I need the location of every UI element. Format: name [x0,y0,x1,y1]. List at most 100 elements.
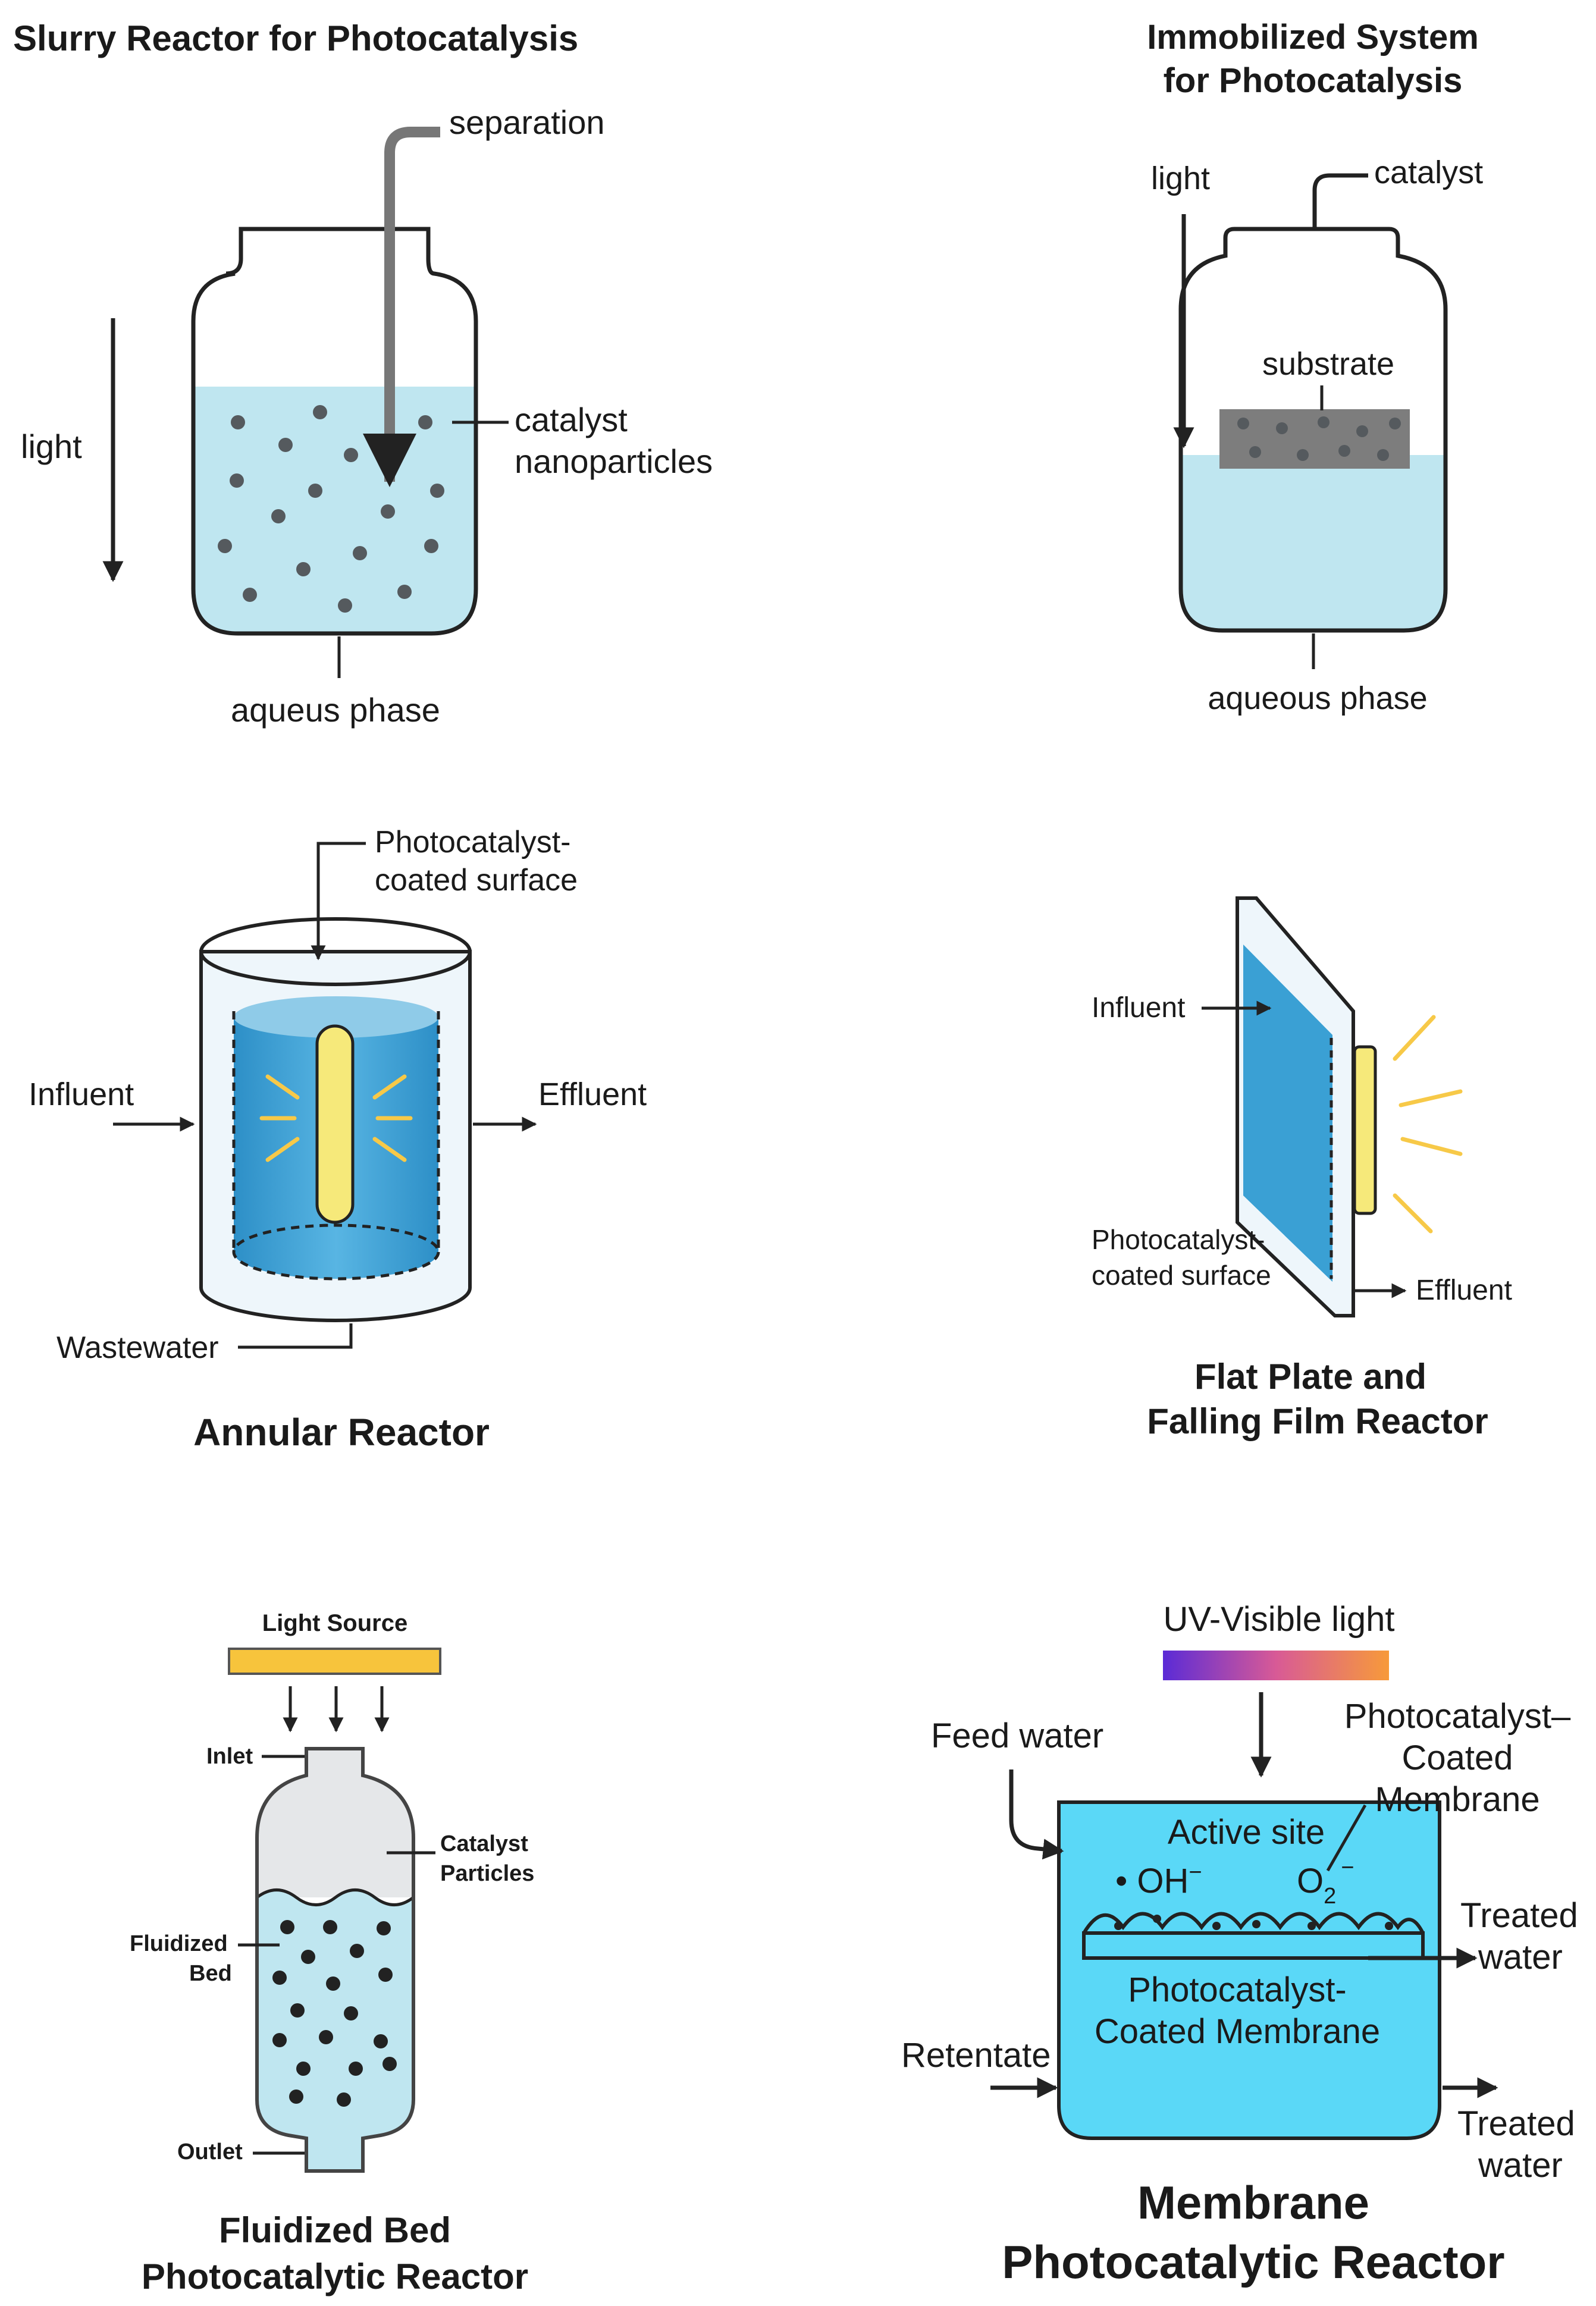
annular-water-bottom [232,1223,440,1281]
active-site-dots [1114,1915,1393,1930]
annular-coated-label-1: Photocatalyst- [375,825,571,859]
particle [349,2062,363,2076]
slurry-title: Slurry Reactor for Photocatalysis [13,18,578,58]
coated-mid-label-1: Photocatalyst- [1128,1971,1347,2009]
particle [350,1944,364,1958]
particle [353,546,367,560]
immobilized-aqueous-label: aqueous phase [1208,680,1427,716]
dot [1212,1922,1221,1930]
separation-label: separation [449,103,605,141]
particle [1249,446,1261,458]
catalyst-particles-label-1: Catalyst [440,1831,528,1856]
particle [1338,445,1350,457]
particle [381,504,395,519]
dot [1114,1922,1122,1930]
immobilized-water [1181,455,1446,630]
particle [1276,422,1288,434]
immobilized-jar [1178,227,1448,633]
substrate-particles [1237,416,1401,461]
membrane-active-layer [1082,1912,1425,1934]
flat-plate-title-2: Falling Film Reactor [1147,1401,1488,1441]
light-ray [372,1137,407,1162]
membrane-reactor-panel: UV-Visible light Feed water Photocatalys… [901,1600,1578,2288]
flat-plate-influent-label: Influent [1092,992,1185,1024]
coated-mid-label-2: Coated Membrane [1095,2012,1380,2051]
particle [1377,449,1389,461]
particle [1297,449,1309,461]
dot [1385,1922,1393,1930]
annular-coated-leader [311,842,366,961]
flat-plate-coated-label-2: coated surface [1092,1260,1271,1291]
particle [278,438,293,452]
immobilized-title-2: for Photocatalysis [1164,61,1463,100]
particle [218,539,232,553]
particle [230,473,244,488]
slurry-light-label: light [21,428,82,465]
uv-light-gradient-bar [1163,1651,1389,1680]
light-ray [1393,1193,1433,1234]
particle [1237,418,1249,429]
flat-plate-effluent-label: Effluent [1416,1275,1512,1306]
annular-reactor-panel: Photocatalyst- coated surface Influent E… [29,825,647,1454]
particle [296,2062,311,2076]
fluidized-bed-label-2: Bed [189,1961,232,1986]
flat-plate-film [1243,945,1332,1282]
fluidized-bed-label-1: Fluidized [130,1931,228,1956]
treated-water-1-label-2: water [1478,1938,1563,1976]
particle [378,1968,393,1982]
annular-effluent-label: Effluent [538,1077,647,1112]
particle [424,539,438,553]
inlet-label: Inlet [206,1744,253,1769]
annular-water-surface [234,996,438,1038]
light-source-label: Light Source [262,1610,407,1636]
annular-influent-label: Influent [29,1077,134,1112]
retentate-label: Retentate [901,2036,1051,2075]
fluidized-vessel-headspace [257,1749,413,1897]
active-site-label: Active site [1168,1813,1325,1852]
flat-plate-lamp [1353,1045,1377,1215]
fluidized-bed-panel: Light Source [130,1610,534,2296]
treated-water-2-label-1: Treated [1457,2104,1575,2143]
particle [301,1950,315,1964]
light-ray [265,1074,300,1100]
flat-plate-panel: Influent Photocatalyst- coated surface E… [1092,896,1512,1441]
particle [243,588,257,602]
fluidized-title-2: Photocatalytic Reactor [142,2257,528,2296]
membrane-tank [1057,1800,1441,2140]
particle [377,1921,391,1935]
coated-membrane [1082,1931,1425,1960]
light-source-bar [228,1648,441,1675]
slurry-jar [191,227,478,636]
light-ray [1393,1015,1436,1061]
particle [231,415,245,429]
particle [344,448,358,462]
particle [319,2030,333,2044]
particle [290,2003,305,2018]
coated-top-leader [1326,1804,1367,1872]
immobilized-light-label: light [1151,161,1210,196]
membrane-title-1: Membrane [1137,2176,1369,2229]
particle [337,2092,351,2107]
particle [313,405,327,419]
fluidized-vessel-outline [255,1747,415,2173]
feed-water-arrow [1009,1769,1064,1860]
particle [326,1976,340,1991]
particle [280,1920,294,1934]
feed-water-label: Feed water [931,1717,1103,1755]
substrate-label: substrate [1262,346,1394,382]
dot [1307,1922,1316,1930]
light-ray [265,1137,300,1162]
slurry-aqueous-label: aqueus phase [231,691,440,729]
catalyst-particles-label-2: Particles [440,1861,534,1886]
annular-wastewater-label: Wastewater [57,1331,219,1365]
flat-plate-title-1: Flat Plate and [1194,1357,1426,1397]
uv-light-label: UV-Visible light [1163,1600,1394,1639]
particle [382,2057,397,2071]
particle [430,484,444,498]
annular-outer-top [199,917,472,986]
treated-water-1-label-1: Treated [1460,1896,1578,1935]
slurry-catalyst-label-1: catalyst [515,401,628,438]
particle [1389,418,1401,429]
annular-title: Annular Reactor [193,1411,490,1454]
